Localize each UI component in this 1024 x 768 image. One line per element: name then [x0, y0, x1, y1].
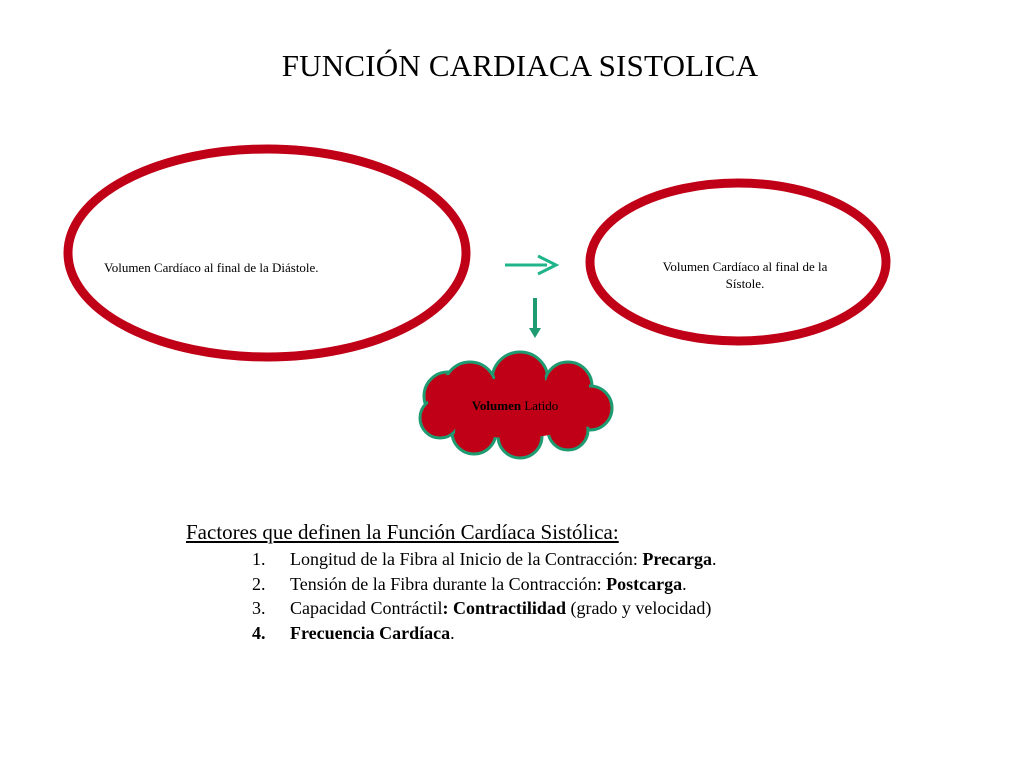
sistole-ellipse — [585, 178, 891, 346]
factor-number: 4. — [252, 622, 266, 643]
factor-term: Precarga — [642, 549, 713, 569]
sistole-label-line1: Volumen Cardíaco al final de la — [662, 259, 828, 274]
factor-text: Capacidad Contráctil — [290, 598, 443, 618]
factor-tail: . — [682, 573, 687, 594]
factors-section: Factores que definen la Función Cardíaca… — [186, 520, 946, 645]
latido-label-bold: Volumen — [471, 398, 522, 413]
factor-text: Longitud de la Fibra al Inicio de la Con… — [290, 549, 643, 569]
factor-text: Tensión de la Fibra durante la Contracci… — [290, 573, 607, 594]
factor-number: 2. — [252, 573, 266, 594]
factor-list: 1. Longitud de la Fibra al Inicio de la C… — [186, 547, 946, 645]
down-arrow — [529, 298, 541, 338]
factor-tail: (grado y velocidad) — [565, 598, 712, 618]
factors-heading: Factores que definen la Función Cardíaca… — [186, 520, 619, 544]
sistole-label-line2: Sístole. — [725, 276, 765, 291]
factor-item: 2. Tensión de la Fibra durante la Contrac… — [186, 572, 946, 597]
factor-number: 1. — [252, 549, 266, 569]
factor-tail: . — [712, 549, 717, 569]
factor-item: 4. Frecuencia Cardíaca. — [186, 621, 946, 646]
latido-cloud — [418, 350, 614, 460]
page-title: FUNCIÓN CARDIACA SISTOLICA — [281, 48, 759, 83]
factor-item: 3. Capacidad Contráctil: Contractilidad (… — [186, 596, 946, 621]
diastole-label: Volumen Cardíaco al final de la Diástole… — [104, 260, 319, 275]
factor-number: 3. — [252, 598, 266, 618]
factor-term: Frecuencia Cardíaca — [290, 622, 451, 643]
factor-term: Postcarga — [606, 573, 683, 594]
latido-label-rest: Latido — [521, 398, 559, 413]
factor-tail: . — [450, 622, 455, 643]
factor-item: 1. Longitud de la Fibra al Inicio de la C… — [186, 547, 946, 572]
diastole-ellipse — [63, 144, 471, 362]
latido-label: Volumen Latido — [430, 397, 600, 414]
right-arrow — [505, 254, 560, 276]
factor-term: : Contractilidad — [442, 598, 566, 618]
sistole-label: Volumen Cardíaco al final de la Sístole. — [640, 258, 850, 292]
